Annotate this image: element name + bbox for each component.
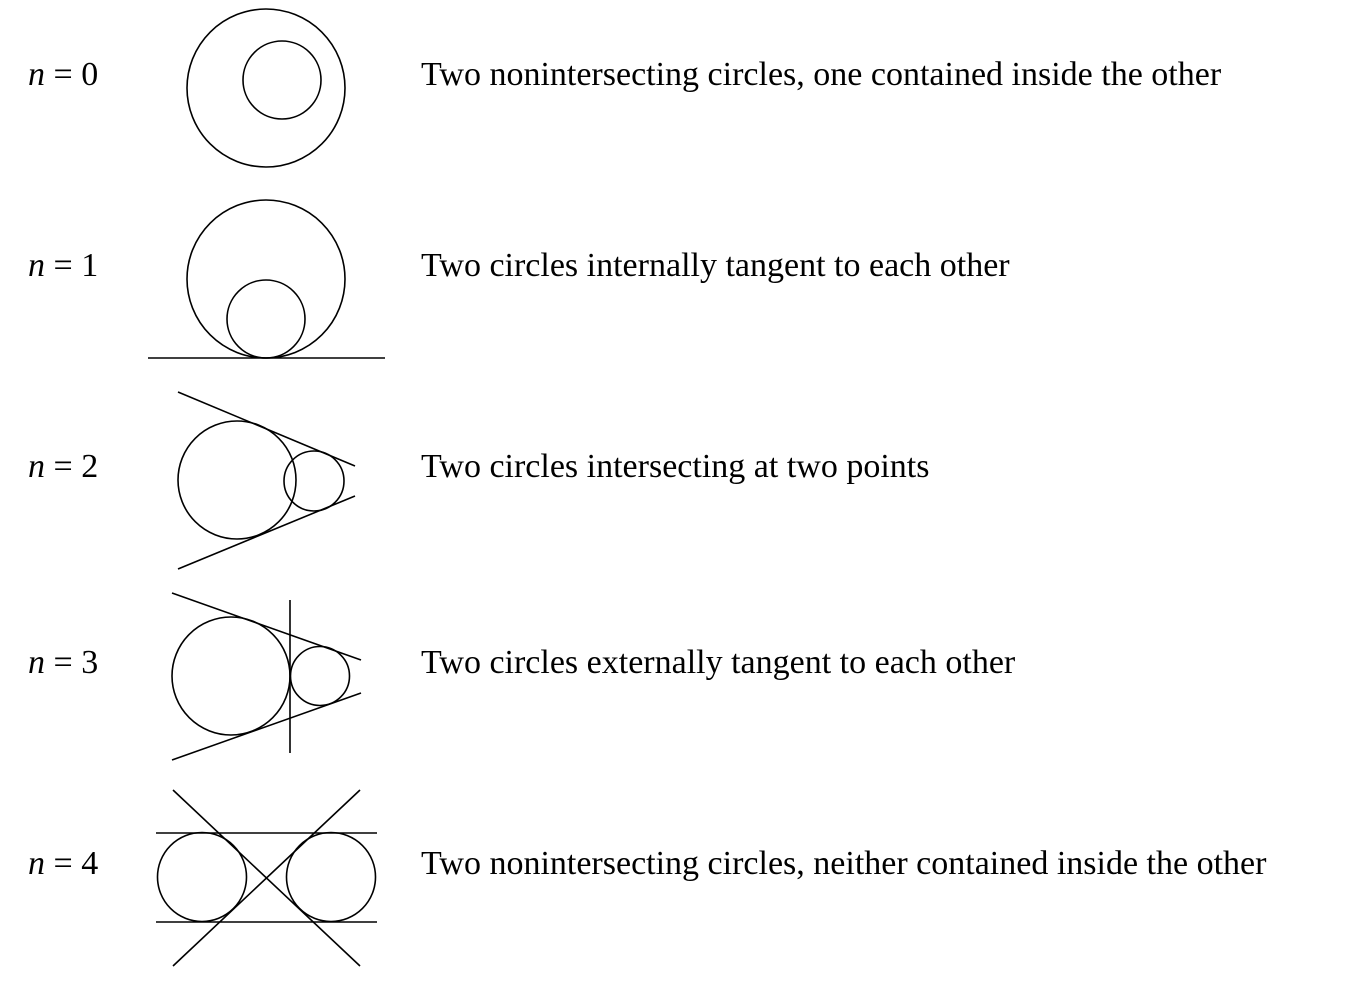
common-tangent-line-cross-2 xyxy=(172,789,361,967)
inner-circle xyxy=(226,279,306,359)
small-circle xyxy=(283,450,345,512)
small-circle xyxy=(289,645,351,707)
row-0-label: n = 0 xyxy=(28,56,98,94)
common-tangent-line-lower xyxy=(177,495,356,570)
variable-n: n xyxy=(28,448,45,485)
common-tangent-line-lower xyxy=(171,692,362,761)
large-circle xyxy=(171,616,291,736)
equals-sign: = xyxy=(53,845,73,882)
figure-row-2 xyxy=(177,391,356,570)
variable-n: n xyxy=(28,845,45,882)
outer-circle xyxy=(186,199,346,359)
row-2-label: n = 2 xyxy=(28,448,98,486)
large-circle xyxy=(177,420,297,540)
variable-n: n xyxy=(28,644,45,681)
figure-row-1 xyxy=(148,199,385,359)
count-value: 0 xyxy=(81,56,99,93)
common-tangent-line-upper xyxy=(171,592,362,661)
equals-sign: = xyxy=(53,247,73,284)
row-4-description: Two nonintersecting circles, neither con… xyxy=(421,845,1267,882)
inner-circle xyxy=(242,40,322,120)
row-4-label: n = 4 xyxy=(28,845,98,883)
common-tangent-line-upper xyxy=(177,391,356,467)
count-value: 2 xyxy=(81,448,99,485)
row-1-label: n = 1 xyxy=(28,247,98,285)
figure-row-4 xyxy=(156,789,377,967)
equals-sign: = xyxy=(53,56,73,93)
count-value: 3 xyxy=(81,644,99,681)
row-3-description: Two circles externally tangent to each o… xyxy=(421,644,1016,681)
equals-sign: = xyxy=(53,448,73,485)
row-1-description: Two circles internally tangent to each o… xyxy=(421,247,1010,284)
row-0-description: Two nonintersecting circles, one contain… xyxy=(421,56,1222,93)
variable-n: n xyxy=(28,247,45,284)
equals-sign: = xyxy=(53,644,73,681)
row-2-description: Two circles intersecting at two points xyxy=(421,448,930,485)
figure-row-3 xyxy=(171,592,362,761)
count-value: 1 xyxy=(81,247,99,284)
count-value: 4 xyxy=(81,845,99,882)
figure-row-0 xyxy=(186,8,346,168)
row-3-label: n = 3 xyxy=(28,644,98,682)
variable-n: n xyxy=(28,56,45,93)
outer-circle xyxy=(186,8,346,168)
